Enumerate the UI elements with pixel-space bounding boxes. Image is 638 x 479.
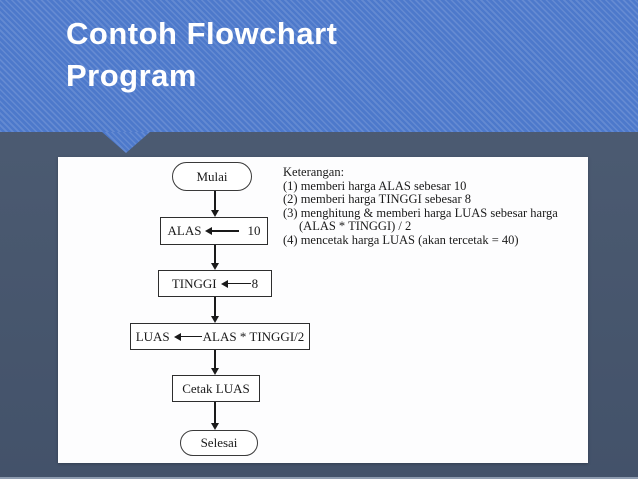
keterangan-line-4: (4) mencetak harga LUAS (akan tercetak =… bbox=[283, 232, 519, 247]
slide-header: Contoh Flowchart Program bbox=[0, 0, 638, 132]
keterangan-line-3-continued: (ALAS * TINGGI) / 2 bbox=[299, 219, 412, 233]
assign-left-arrow-icon bbox=[205, 227, 240, 234]
connector-arrowhead bbox=[211, 316, 219, 323]
flowchart-node-start: Mulai bbox=[172, 162, 252, 191]
title-line-2: Program bbox=[66, 58, 197, 93]
flowchart-node-assign-alas: ALAS 10 bbox=[160, 217, 268, 245]
tinggi-target: TINGGI bbox=[171, 275, 217, 291]
bottom-edge-strip bbox=[0, 477, 638, 479]
connector-arrow-down-icon bbox=[210, 297, 220, 323]
flowchart-panel: Mulai ALAS 10 TINGGI 8 LUAS ALAS * bbox=[58, 157, 588, 463]
flowchart-node-end: Selesai bbox=[180, 430, 258, 456]
slide-title: Contoh Flowchart Program bbox=[66, 13, 337, 97]
luas-target: LUAS bbox=[135, 328, 170, 344]
keterangan-line-1: (1) memberi harga ALAS sebesar 10 bbox=[283, 178, 467, 193]
connector-arrowhead bbox=[211, 210, 219, 217]
connector-shaft bbox=[214, 191, 216, 210]
alas-value: 10 bbox=[247, 223, 261, 238]
connector-shaft bbox=[214, 402, 216, 423]
connector-arrowhead bbox=[211, 423, 219, 430]
connector-arrow-down-icon bbox=[210, 191, 220, 217]
assign-left-arrow-icon bbox=[173, 333, 202, 340]
connector-shaft bbox=[214, 245, 216, 263]
title-line-1: Contoh Flowchart bbox=[66, 16, 338, 51]
keterangan-block: Keterangan: (1) memberi harga ALAS sebes… bbox=[283, 165, 558, 247]
header-notch bbox=[102, 132, 150, 153]
keterangan-line-2: (2) memberi harga TINGGI sebesar 8 bbox=[283, 192, 472, 206]
keterangan-line-3: (3) menghitung & memberi harga LUAS sebe… bbox=[283, 205, 558, 220]
tinggi-value: 8 bbox=[251, 275, 259, 291]
connector-shaft bbox=[214, 297, 216, 316]
connector-arrow-down-icon bbox=[210, 402, 220, 430]
connector-arrow-down-icon bbox=[210, 350, 220, 375]
start-label: Mulai bbox=[196, 168, 228, 184]
luas-value: ALAS * TINGGI/2 bbox=[202, 328, 305, 344]
flowchart-node-assign-tinggi: TINGGI 8 bbox=[158, 270, 272, 297]
connector-shaft bbox=[214, 350, 216, 368]
connector-arrowhead bbox=[211, 263, 219, 270]
flowchart-node-print-luas: Cetak LUAS bbox=[172, 375, 260, 402]
keterangan-heading: Keterangan: bbox=[283, 165, 345, 179]
connector-arrow-down-icon bbox=[210, 245, 220, 270]
assign-left-arrow-icon bbox=[220, 280, 251, 287]
connector-arrowhead bbox=[211, 368, 219, 375]
flowchart-node-assign-luas: LUAS ALAS * TINGGI/2 bbox=[130, 323, 310, 350]
end-label: Selesai bbox=[200, 435, 238, 450]
alas-target: ALAS bbox=[167, 223, 202, 238]
print-label: Cetak LUAS bbox=[182, 380, 250, 396]
